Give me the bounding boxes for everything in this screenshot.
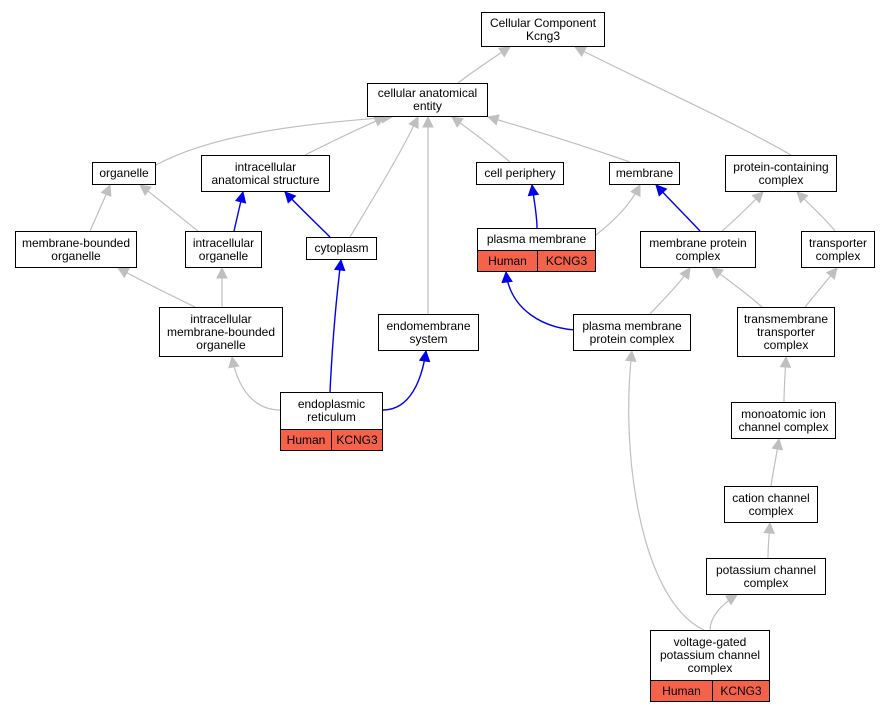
edge-cellper-to-cae-arrowhead [451,116,464,128]
edge-ccc-to-mic-arrowhead [771,437,784,451]
edge-er-to-imbo [231,356,281,411]
edge-er-to-endo-arrowhead [418,349,431,363]
node-membrane-protein-complex[interactable]: membrane protein complex [640,231,756,268]
edge-mbo-to-organelle-arrowhead [100,183,112,197]
edge-pmpc-to-mpc-arrowhead [679,267,691,280]
edge-mic-to-tmtc-arrowhead [779,355,792,368]
node-label: transporter complex [808,235,868,263]
node-label: intracellular organelle [192,235,255,263]
gene-tag[interactable]: KCNG3 [712,681,769,701]
edge-cae-to-root-arrowhead [498,46,511,58]
edge-mpc-to-membrane-arrowhead [655,184,668,197]
annotation-row: Human KCNG3 [281,429,382,450]
annotation-row: Human KCNG3 [651,680,769,701]
edge-endo-to-cae-arrowhead [422,115,434,128]
edge-imbo-to-intorg-arrowhead [216,266,228,279]
edge-er-to-cytoplasm-arrowhead [333,258,346,272]
edge-cytoplasm-to-ias-arrowhead [284,191,297,204]
edge-tmtc-to-mpc-arrowhead [711,267,724,279]
node-label: membrane [615,166,674,180]
node-membrane[interactable]: membrane [609,162,680,185]
node-label: voltage-gated potassium channel complex [659,635,761,675]
edge-membrane-to-cae [487,116,631,163]
edge-er-to-cytoplasm [329,259,342,393]
node-endoplasmic-reticulum[interactable]: endoplasmic reticulum Human KCNG3 [280,392,383,451]
edge-transporter-to-pcc-arrowhead [796,191,809,204]
edge-pcc-to-root [574,46,792,156]
node-plasma-membrane-protein-complex[interactable]: plasma membrane protein complex [573,314,691,351]
node-label: intracellular anatomical structure [211,159,320,187]
node-label: cell periphery [484,166,556,180]
edge-kcc-to-ccc-arrowhead [763,521,775,534]
node-cytoplasm[interactable]: cytoplasm [306,237,377,260]
edge-pm-to-membrane-arrowhead [630,183,641,198]
node-intracellular-membrane-bounded-organelle[interactable]: intracellular membrane-bounded organelle [159,307,283,357]
node-cation-channel-complex[interactable]: cation channel complex [724,486,818,523]
node-plasma-membrane[interactable]: plasma membrane Human KCNG3 [477,228,596,272]
edge-vgkc-to-pmpc-arrowhead [624,349,637,363]
edge-intorg-to-ias-arrowhead [235,190,247,204]
node-label: endomembrane system [386,318,471,346]
node-label: membrane protein complex [649,235,747,263]
edge-cytoplasm-to-cae [349,116,419,238]
edge-pmpc-to-pm-arrowhead [501,270,513,284]
edge-pm-to-cellper-arrowhead [527,183,540,197]
node-label: potassium channel complex [715,562,817,590]
edge-imbo-to-mbo [117,267,196,308]
node-label: membrane-bounded organelle [21,235,131,263]
node-monoatomic-ion-channel-complex[interactable]: monoatomic ion channel complex [731,402,836,439]
edge-pmpc-to-pm [505,271,581,331]
gene-tag[interactable]: KCNG3 [331,430,382,450]
edge-vgkc-to-pmpc [628,350,705,631]
node-cell-periphery[interactable]: cell periphery [476,162,564,185]
gene-tag[interactable]: KCNG3 [537,251,595,271]
edge-imbo-to-mbo-arrowhead [117,267,131,279]
edge-cellper-to-cae [451,116,511,163]
edge-mpc-to-pcc-arrowhead [751,191,764,204]
node-label: organelle [99,166,149,180]
node-intracellular-organelle[interactable]: intracellular organelle [185,231,262,268]
edge-er-to-imbo-arrowhead [228,355,240,369]
node-organelle[interactable]: organelle [92,162,156,185]
edge-vgkc-to-kcc-arrowhead [724,594,738,606]
node-label: cytoplasm [314,241,369,255]
node-label: cation channel complex [732,490,810,518]
edge-intorg-to-organelle [139,184,199,232]
annotation-row: Human KCNG3 [478,250,595,271]
node-intracellular-anatomical-structure[interactable]: intracellular anatomical structure [201,155,330,192]
node-root[interactable]: Cellular Component Kcng3 [481,12,605,47]
edge-membrane-to-cae-arrowhead [486,114,500,126]
node-cellular-anatomical-entity[interactable]: cellular anatomical entity [367,83,488,117]
species-tag[interactable]: Human [478,251,537,271]
edge-organelle-to-cae [155,116,393,166]
node-label: plasma membrane [486,232,587,246]
node-voltage-gated-potassium-channel-complex[interactable]: voltage-gated potassium channel complex … [650,630,770,702]
node-membrane-bounded-organelle[interactable]: membrane-bounded organelle [15,231,137,268]
node-label: cellular anatomical entity [377,86,478,113]
edge-pcc-to-root-arrowhead [573,46,588,57]
node-label: endoplasmic reticulum [297,397,366,424]
node-label: monoatomic ion channel complex [738,406,829,434]
edge-intorg-to-organelle-arrowhead [139,184,152,196]
node-transporter-complex[interactable]: transporter complex [801,231,875,268]
species-tag[interactable]: Human [281,430,331,450]
node-endomembrane-system[interactable]: endomembrane system [378,314,479,351]
edge-cytoplasm-to-cae-arrowhead [408,115,419,129]
species-tag[interactable]: Human [651,681,712,701]
node-label: intracellular membrane-bounded organelle [166,311,276,352]
node-label: protein-containing complex [733,159,829,187]
node-potassium-channel-complex[interactable]: potassium channel complex [706,558,826,595]
node-protein-containing-complex[interactable]: protein-containing complex [725,155,837,192]
edge-tmtc-to-transporter-arrowhead [825,267,838,280]
node-label: Cellular Component Kcng3 [489,15,597,43]
node-label: transmembrane transporter complex [743,311,829,352]
edge-ias-to-cae [304,116,386,156]
node-transmembrane-transporter-complex[interactable]: transmembrane transporter complex [737,307,835,357]
node-label: plasma membrane protein complex [582,318,682,346]
